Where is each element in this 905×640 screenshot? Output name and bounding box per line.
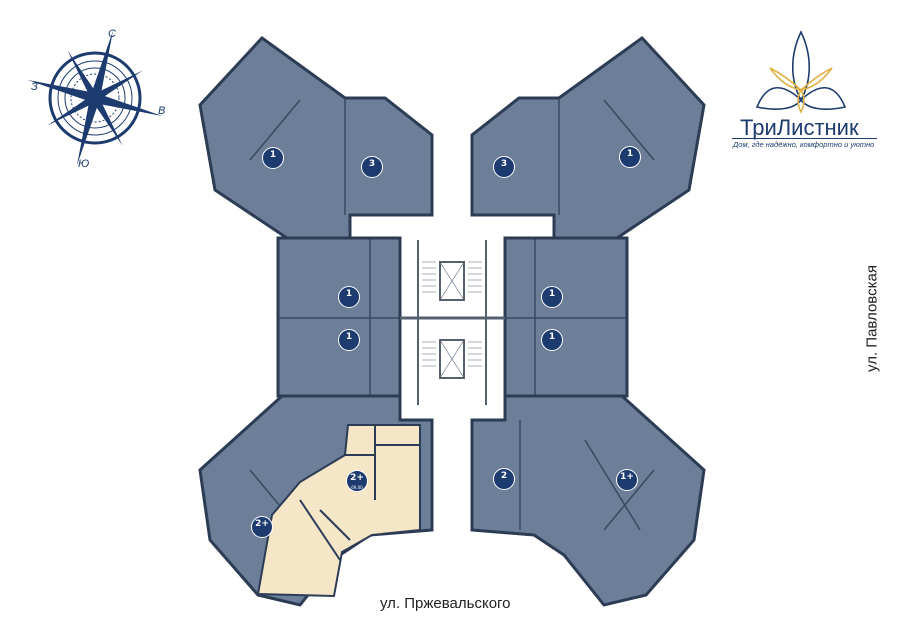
apartment-badge[interactable]: 1+: [616, 469, 638, 491]
apartment-badge[interactable]: 3: [493, 156, 515, 178]
logo-divider: [732, 138, 877, 139]
street-label-bottom: ул. Пржевальского: [380, 595, 511, 612]
elevator-shaft: [439, 339, 465, 379]
apartment-selected-highlight[interactable]: [256, 424, 421, 598]
rooms: 1: [345, 332, 353, 342]
interior-walls: [249, 98, 655, 531]
logo-name: ТриЛистник: [740, 115, 859, 140]
trefoil-logo-icon: [755, 30, 847, 114]
apartment-badge-selected[interactable]: 2+ 69,00: [346, 470, 368, 492]
stair-core: [400, 240, 505, 405]
rooms: 2+: [350, 473, 364, 483]
compass-south: Ю: [78, 158, 90, 170]
block-middle-left: [276, 236, 402, 398]
building: [198, 36, 706, 607]
rooms: 1: [548, 289, 556, 299]
rooms: 2+: [255, 519, 269, 529]
wing-top-left: [198, 36, 434, 242]
rooms: 2: [500, 471, 508, 481]
compass-east: В: [158, 105, 166, 117]
area: 69,00: [351, 485, 363, 490]
elevator-shaft: [439, 261, 465, 301]
apartment-badge[interactable]: 1: [262, 147, 284, 169]
rooms: 1+: [620, 472, 634, 482]
rooms: 1: [345, 289, 353, 299]
apartment-badge[interactable]: 3: [361, 156, 383, 178]
compass-rose-icon: [27, 30, 163, 166]
rooms: 1: [626, 149, 634, 159]
apartment-badge[interactable]: 1: [338, 329, 360, 351]
block-middle-right: [503, 236, 629, 398]
apartment-badge[interactable]: 1: [619, 146, 641, 168]
apartment-badge[interactable]: 1: [541, 286, 563, 308]
logo-tagline: Дом, где надёжно, комфортно и уютно: [733, 140, 875, 149]
compass-north: С: [108, 28, 116, 40]
rooms: 1: [548, 332, 556, 342]
apartment-badge[interactable]: 1: [338, 286, 360, 308]
apartment-badge[interactable]: 2: [493, 468, 515, 490]
wing-bottom-right: [470, 394, 706, 607]
rooms: 1: [269, 150, 277, 160]
compass-west: З: [31, 81, 38, 93]
rooms: 3: [500, 159, 508, 169]
street-label-right: ул. Павловская: [863, 265, 881, 372]
apartment-badge[interactable]: 2+: [251, 516, 273, 538]
wing-top-right: [470, 36, 706, 242]
rooms: 3: [368, 159, 376, 169]
apartment-badge[interactable]: 1: [541, 329, 563, 351]
